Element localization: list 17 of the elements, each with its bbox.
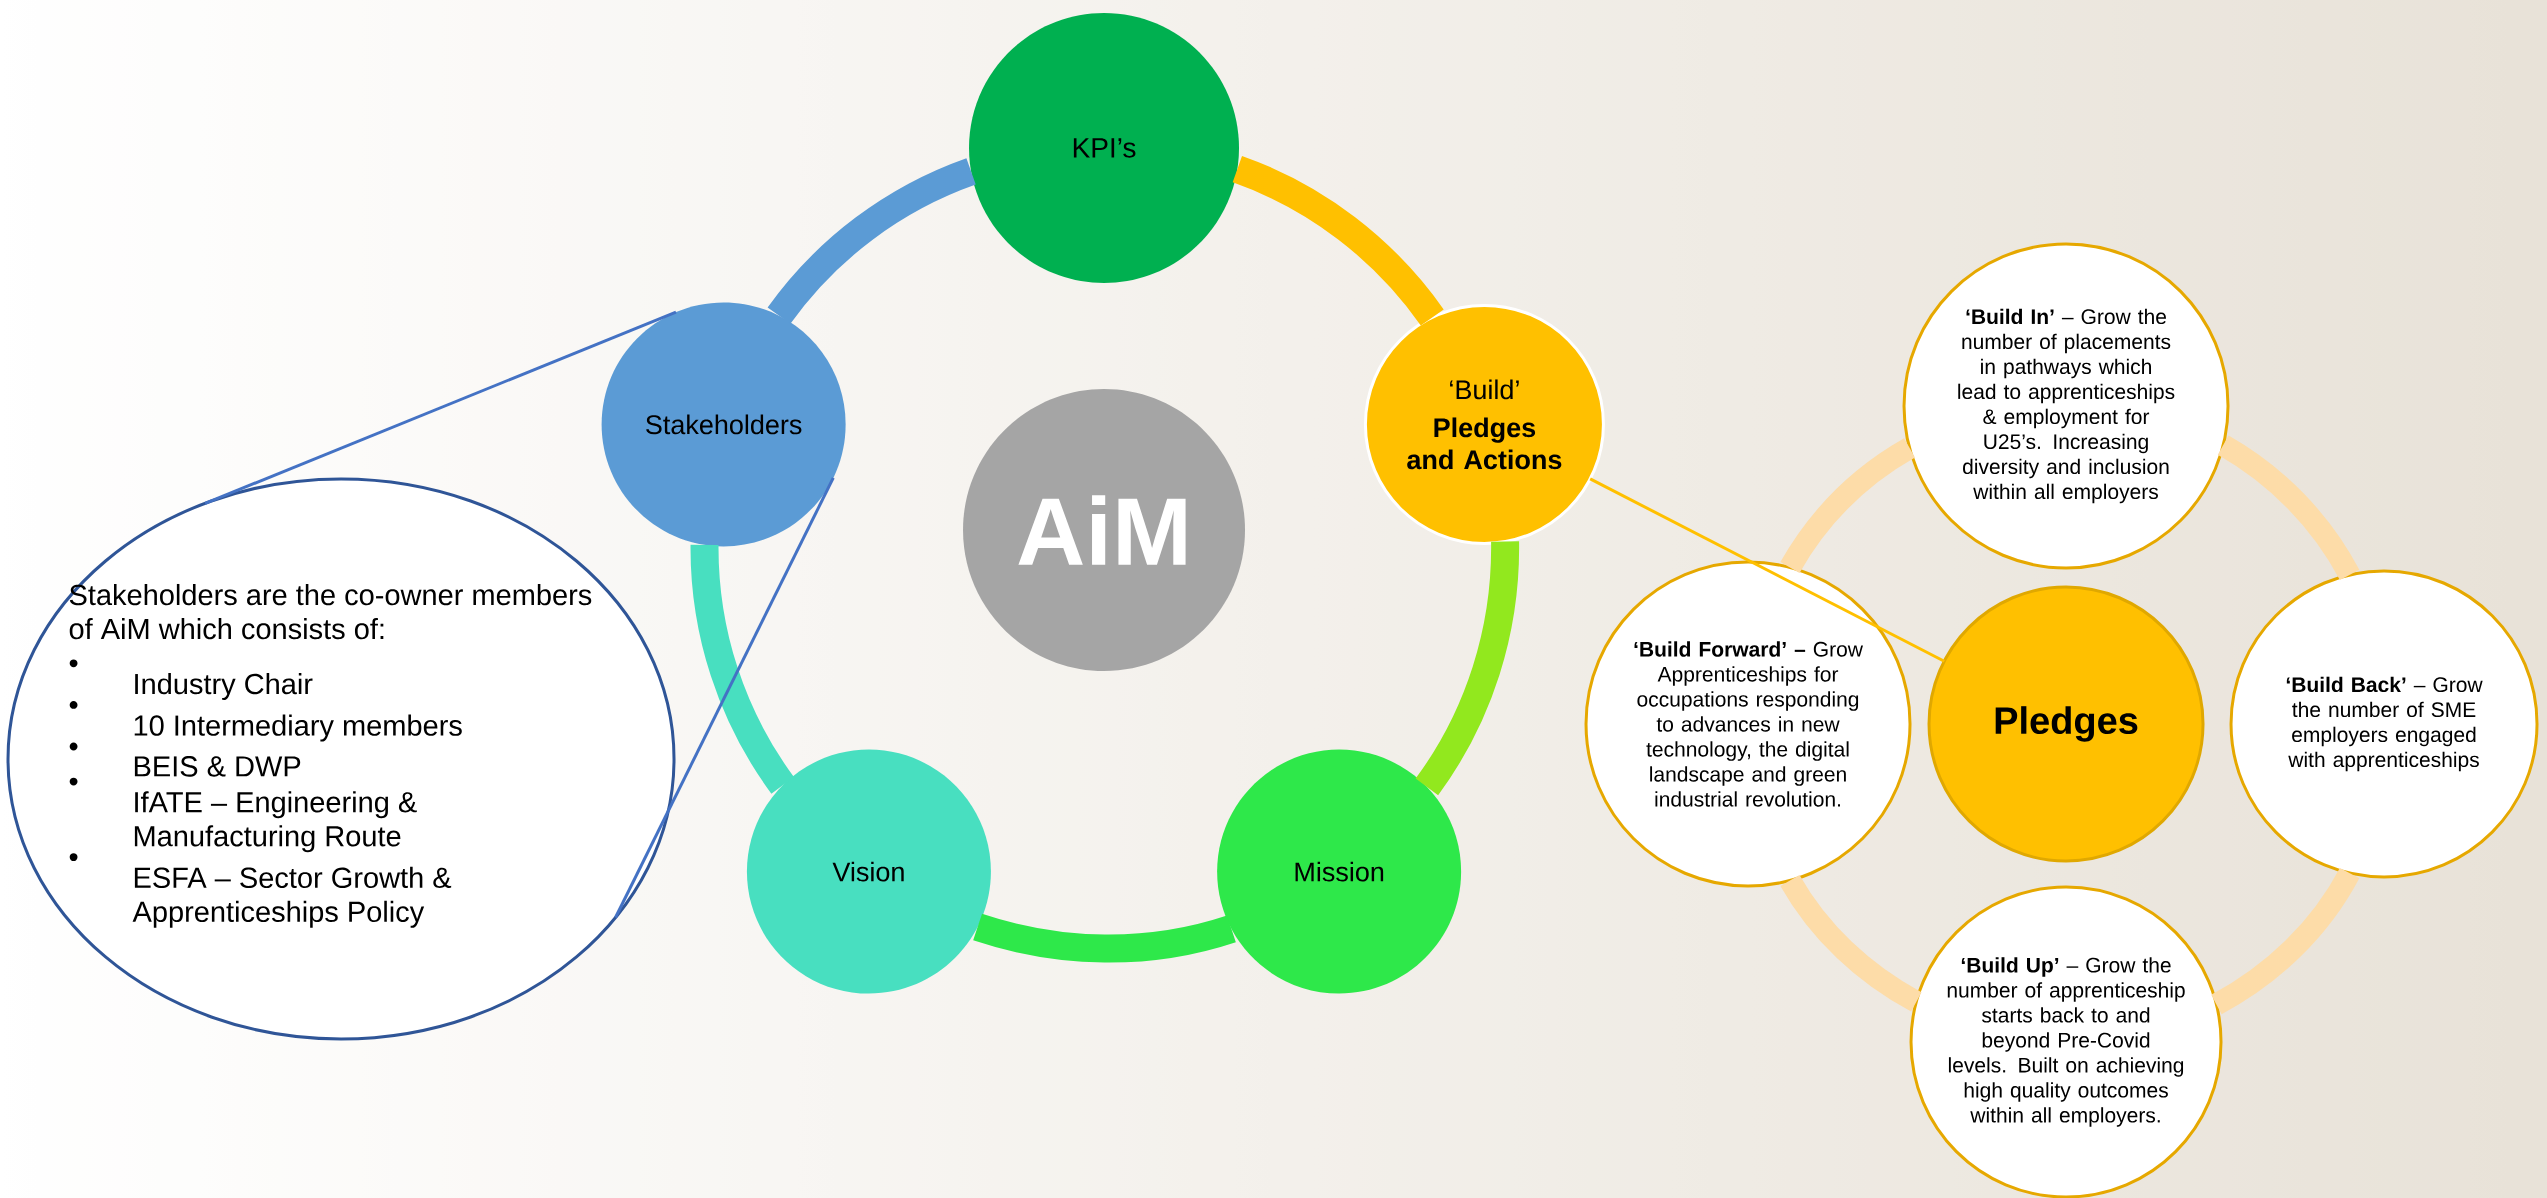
leader-line [614,477,835,919]
leader-line [204,310,677,505]
ring-segment [2217,435,2360,581]
ring-segment [1415,541,1520,795]
leader-line [1589,477,1945,663]
ring-segment [973,913,1236,963]
bullet: • [69,701,78,709]
ring-segment [2211,867,2360,1015]
ring-segment [1780,438,1916,574]
ring-segment [690,544,795,794]
bullet: • [69,742,78,751]
ring-segment [1232,156,1444,326]
ring-segment [767,158,977,325]
bullet: • [69,659,78,668]
ring-segment [1780,874,1922,1012]
bullet: • [69,853,78,862]
bullet: • [69,777,78,786]
